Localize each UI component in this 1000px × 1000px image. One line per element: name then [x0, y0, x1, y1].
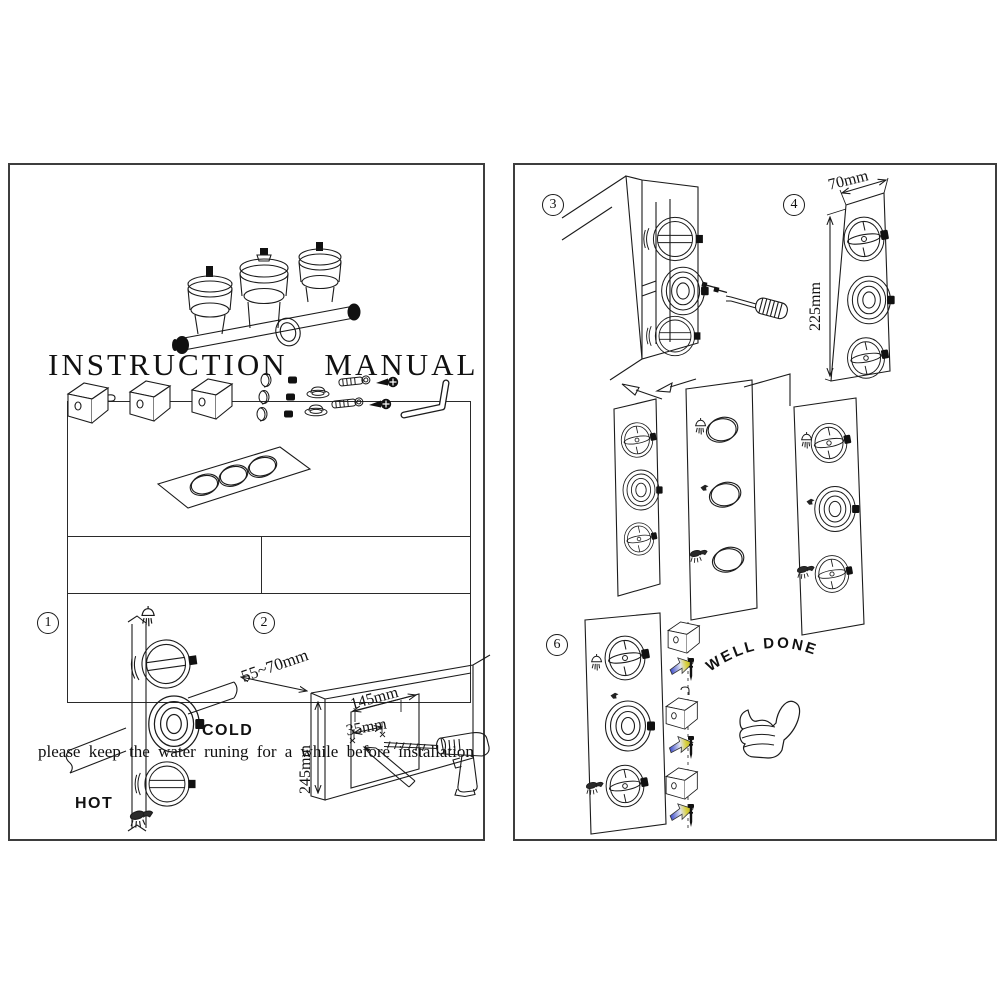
- valve-body-drawing: [172, 242, 361, 354]
- cap-screw: [688, 658, 694, 681]
- cold-label: COLD: [202, 722, 254, 739]
- overhead-shower-icon: [591, 653, 603, 671]
- step-2-number: 2: [253, 612, 275, 634]
- cap-screw: [688, 804, 694, 827]
- page-left: INSTRUCTION MANUAL please keep the water…: [8, 163, 485, 841]
- step-1-number: 1: [37, 612, 59, 634]
- cap-cube-2: [665, 686, 698, 730]
- rough-bottom-handle: [623, 522, 658, 556]
- bottom-cartridge: [134, 761, 197, 807]
- top-handle: [604, 635, 651, 681]
- handheld-shower-icon: [128, 809, 154, 829]
- cap-cube-1: [667, 621, 700, 654]
- handheld-shower-icon: [796, 564, 815, 580]
- hot-label: HOT: [75, 795, 114, 812]
- parts-box-divider-bottom: [68, 593, 470, 594]
- top-cartridge: [643, 216, 704, 262]
- step-6-number: 6: [546, 634, 568, 656]
- trim-plate-drawing: [156, 446, 312, 509]
- parts-box-divider-top: [68, 536, 470, 537]
- handheld-shower-icon: [689, 548, 708, 564]
- cap-screw: [688, 736, 694, 759]
- spout-icon: [806, 498, 815, 505]
- cube-handles-drawing: [67, 378, 233, 424]
- step-4-drawing: [824, 177, 896, 382]
- step-3-number: 3: [542, 194, 564, 216]
- parts-box-divider-vertical: [261, 536, 262, 593]
- step-2-drawing: [233, 654, 491, 801]
- hardware-parts-drawing: [256, 373, 450, 422]
- finished-bottom-handle: [814, 555, 854, 593]
- step-4-number: 4: [783, 194, 805, 216]
- center-handle: [604, 700, 656, 752]
- thumbs-up-icon: [739, 700, 801, 759]
- overhead-shower-icon: [695, 417, 707, 435]
- top-cartridge: [127, 635, 201, 694]
- top-handle: [843, 216, 890, 262]
- center-cartridge: [148, 695, 205, 753]
- center-cartridge: [661, 266, 710, 316]
- overhead-shower-icon: [141, 605, 155, 627]
- step-3-drawing: [561, 175, 791, 406]
- parts-box: [67, 401, 471, 703]
- bottom-handle: [605, 764, 650, 808]
- rough-center-handle: [622, 469, 664, 511]
- rough-top-handle: [620, 422, 658, 458]
- finished-center-handle: [814, 486, 860, 532]
- dim-recess-height: 245mm: [297, 745, 314, 794]
- spout-icon: [700, 484, 709, 491]
- handheld-shower-icon: [585, 780, 604, 796]
- cap-cube-3: [665, 767, 698, 800]
- dim-trim-height: 225mm: [807, 282, 824, 331]
- well-done-text: WELL DONE: [703, 635, 820, 676]
- finished-top-handle: [810, 422, 852, 464]
- step-1-drawing: [65, 605, 238, 832]
- step-6-drawing: WELL DONE: [584, 612, 820, 835]
- spout-icon: [610, 692, 619, 699]
- overhead-shower-icon: [801, 431, 813, 449]
- exploded-assembly-drawing: [613, 379, 865, 636]
